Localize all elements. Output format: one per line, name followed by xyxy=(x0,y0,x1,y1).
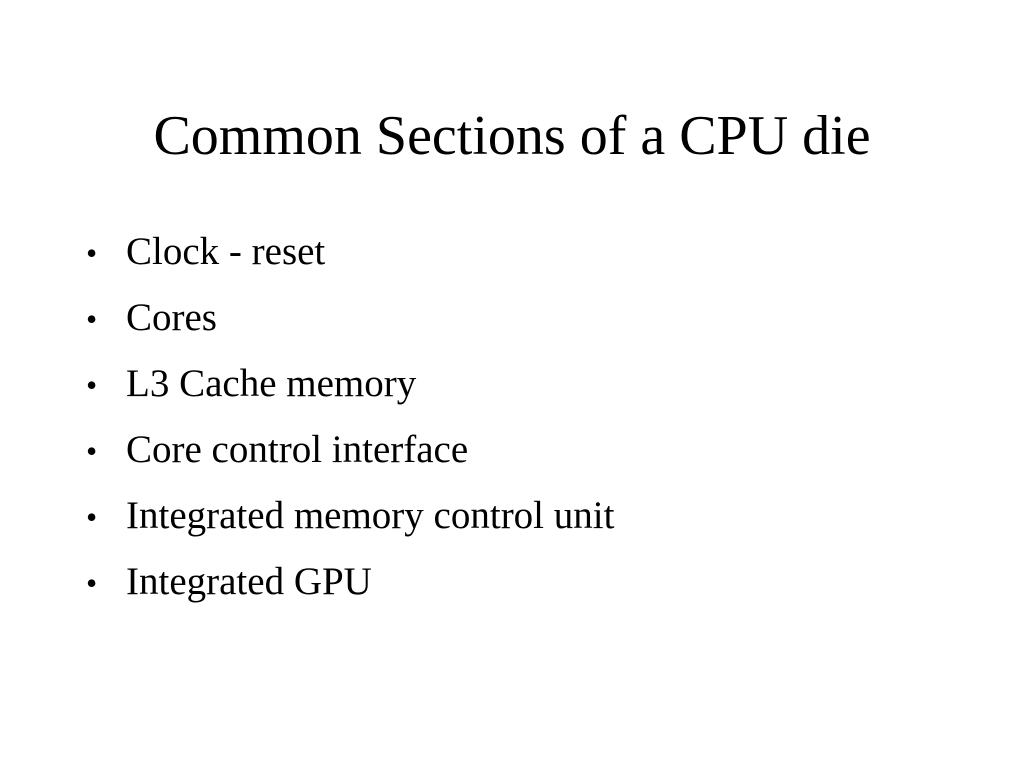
bullet-text: Core control interface xyxy=(126,428,469,471)
bullet-text: Integrated memory control unit xyxy=(126,494,615,537)
bullet-icon: • xyxy=(86,499,98,535)
bullet-icon: • xyxy=(86,367,98,403)
bullet-text: Cores xyxy=(126,296,217,339)
bullet-icon: • xyxy=(86,565,98,601)
bullet-list: • Clock - reset • Cores • L3 Cache memor… xyxy=(86,230,614,626)
bullet-text: Clock - reset xyxy=(126,230,326,273)
list-item: • Clock - reset xyxy=(86,230,614,296)
list-item: • L3 Cache memory xyxy=(86,362,614,428)
bullet-text: L3 Cache memory xyxy=(126,362,417,405)
bullet-icon: • xyxy=(86,235,98,271)
list-item: • Cores xyxy=(86,296,614,362)
bullet-icon: • xyxy=(86,433,98,469)
slide-title: Common Sections of a CPU die xyxy=(153,105,871,167)
list-item: • Core control interface xyxy=(86,428,614,494)
bullet-text: Integrated GPU xyxy=(126,560,372,603)
bullet-icon: • xyxy=(86,301,98,337)
list-item: • Integrated memory control unit xyxy=(86,494,614,560)
list-item: • Integrated GPU xyxy=(86,560,614,626)
